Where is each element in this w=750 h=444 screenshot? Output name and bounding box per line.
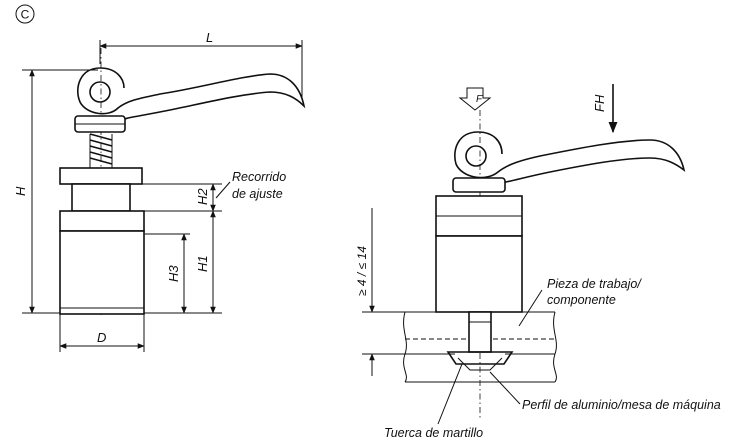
dim-H2-label: H2 [195, 188, 210, 205]
adjust-label-line1: Recorrido [232, 170, 286, 184]
svg-text:C: C [21, 8, 30, 22]
dim-H-label: H [13, 186, 28, 196]
workpiece-label-line1: Pieza de trabajo/ [547, 277, 642, 291]
clamp-body-right [435, 235, 523, 313]
cam-lever [76, 67, 306, 122]
svg-text:F: F [476, 94, 483, 105]
variant-marker: C [15, 4, 35, 24]
dim-H3-label: H3 [166, 265, 181, 282]
right-view: F FH [355, 84, 721, 440]
hammer-nut [446, 351, 514, 365]
workpiece-label-line2: componente [547, 293, 616, 307]
adjust-label-line2: de ajuste [232, 187, 283, 201]
range-label: ≥ 4 / ≤ 14 [355, 246, 369, 296]
dim-D-label: D [97, 330, 106, 345]
upper-knurled-nut [59, 167, 143, 185]
hammer-nut-label: Tuerca de martillo [384, 426, 483, 440]
dim-H1-label: H1 [195, 255, 210, 272]
svg-text:FH: FH [592, 94, 607, 112]
clamp-body [59, 230, 145, 315]
force-FH-arrow: FH [592, 84, 618, 134]
force-F-arrow: F [458, 87, 492, 111]
profile-label: Perfil de aluminio/mesa de máquina [522, 398, 721, 412]
left-view: L H H2 H1 H3 D Recorrido de ajuste [13, 30, 306, 352]
dim-L-label: L [206, 30, 213, 45]
lower-knurled-ring [59, 210, 145, 232]
spring [89, 133, 113, 168]
